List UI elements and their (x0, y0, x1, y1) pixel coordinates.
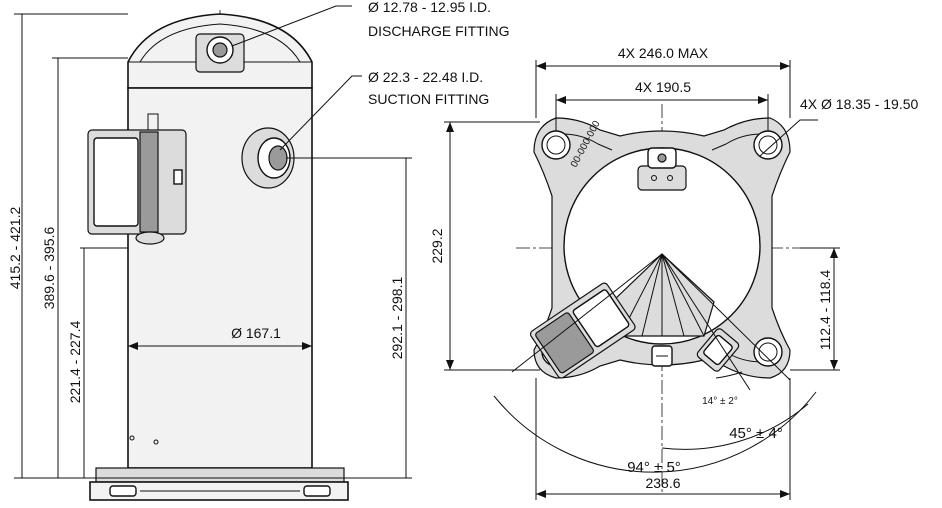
arc-14 (715, 371, 743, 379)
sight-hole (129, 435, 135, 441)
hole-diameter-label: 4X Ø 18.35 - 19.50 (800, 96, 919, 112)
angle-ray (511, 253, 663, 373)
discharge-diameter-label: Ø 12.78 - 12.95 I.D. (368, 0, 491, 15)
top-discharge-fitting (637, 147, 687, 191)
suction-diameter-label: Ø 22.3 - 22.48 I.D. (368, 69, 483, 85)
bolt-spacing-label: 4X 190.5 (635, 79, 691, 95)
arc-45 (661, 403, 809, 450)
discharge-leader (231, 5, 352, 47)
suction-fitting-label: SUCTION FITTING (368, 91, 489, 107)
mounting-hole (753, 130, 783, 160)
sight-hole (153, 439, 159, 445)
hole-leader (759, 119, 818, 157)
side-view (14, 5, 412, 501)
dome-rib (139, 23, 301, 63)
max-width-label: 4X 246.0 MAX (618, 45, 709, 61)
top-dome-cone (611, 253, 715, 367)
overall-width-label: 238.6 (645, 475, 680, 491)
suction-height-label: 389.6 - 395.6 (41, 227, 57, 310)
arc-94 (493, 391, 817, 473)
discharge-fitting-label: DISCHARGE FITTING (368, 23, 510, 39)
plate-ribs (561, 133, 763, 363)
top-terminal-box (529, 282, 636, 379)
terminal-box (87, 113, 187, 245)
top-suction-fitting (696, 328, 740, 372)
discharge-height-label: 292.1 - 298.1 (389, 277, 405, 360)
mounting-hole (541, 130, 571, 160)
angle-large-label: 94° ± 5° (627, 459, 681, 476)
overall-height-label: 415.2 - 421.2 (7, 207, 23, 290)
suction-fitting (241, 127, 295, 189)
shell-diameter-label: Ø 167.1 (231, 325, 281, 341)
discharge-fitting (195, 33, 245, 73)
angle-ray (661, 253, 751, 391)
base-plate (89, 467, 349, 501)
box-height-label: 221.4 - 227.4 (67, 321, 83, 404)
top-view: 00-000-000 (444, 60, 840, 500)
mounting-hole (753, 337, 783, 367)
offset-label: 112.4 - 118.4 (817, 270, 833, 351)
angle-ray (661, 253, 791, 381)
suction-leader (279, 75, 362, 151)
angle-small-label: 14° ± 2° (702, 396, 738, 407)
angle-mid-label: 45° ± 4° (729, 425, 783, 442)
depth-label: 229.2 (429, 228, 445, 263)
